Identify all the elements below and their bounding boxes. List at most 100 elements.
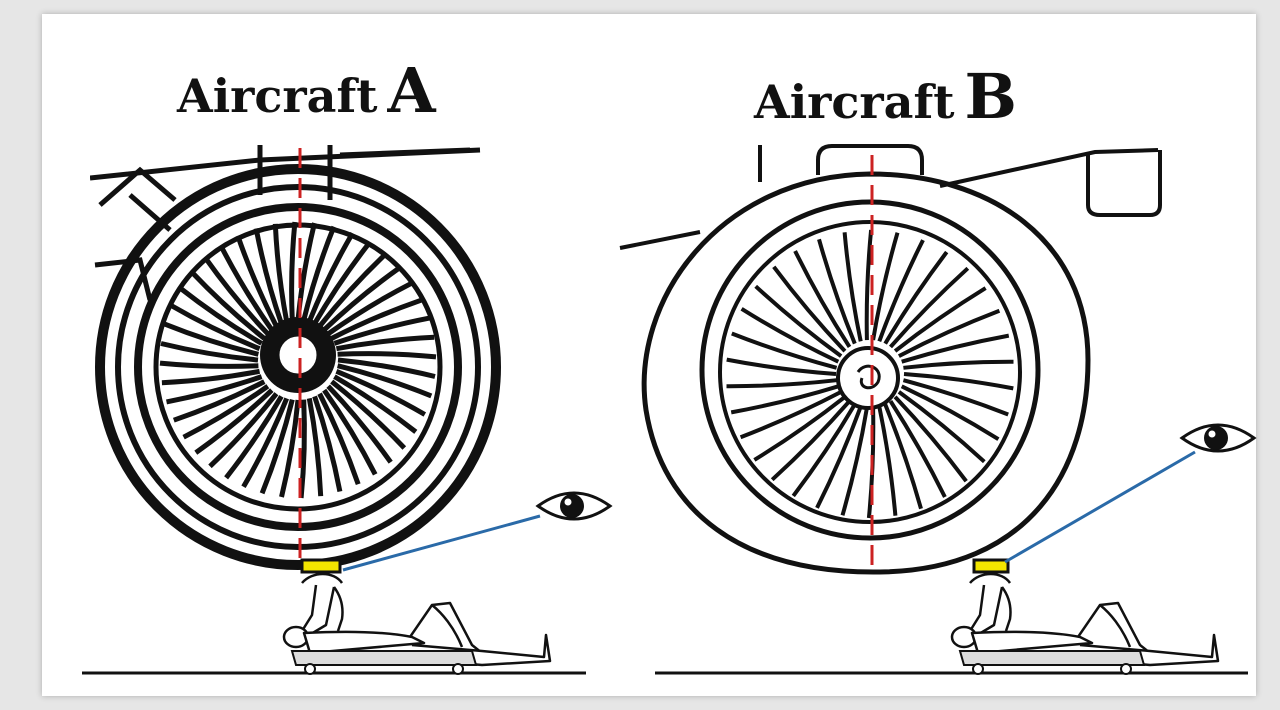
fan-blade — [731, 331, 838, 370]
fan-blade — [326, 280, 414, 336]
pylon-structure-b — [619, 144, 1162, 250]
fan-blade — [730, 384, 839, 415]
inner-ring-b — [699, 199, 1041, 541]
person-icon-a — [282, 572, 552, 676]
fan-blade — [330, 379, 407, 450]
fan-blade — [333, 374, 418, 434]
fan-blade — [903, 359, 1014, 370]
fan-blade — [272, 223, 290, 323]
fan-blades-b — [726, 229, 1014, 519]
fan-blade — [289, 221, 298, 321]
fan-blade — [877, 239, 925, 342]
fan-blade — [337, 357, 436, 379]
sightline-a — [342, 514, 541, 572]
fan-blade — [159, 360, 259, 369]
sightline-b — [1004, 450, 1196, 564]
fan-blade — [893, 286, 987, 353]
fan-blade — [335, 368, 427, 417]
person-icon-b — [950, 572, 1220, 676]
pylon-structure-a — [90, 145, 481, 301]
fan-blade — [791, 403, 857, 498]
fan-blade — [893, 395, 968, 483]
fan-blade — [301, 225, 337, 321]
fan-blade — [840, 407, 869, 516]
spinner-a — [276, 333, 320, 377]
fan-blade — [235, 234, 279, 328]
fan-blade — [877, 406, 898, 516]
fan-blade — [224, 395, 284, 480]
fan-blade — [194, 388, 274, 455]
fan-blade — [842, 232, 863, 342]
fan-blade — [203, 256, 270, 336]
fan-blade — [888, 266, 970, 349]
fan-blade — [218, 244, 274, 332]
fan-case-b — [718, 220, 1022, 524]
fan-blade — [726, 378, 837, 389]
fan-blade — [208, 392, 279, 469]
fan-blade — [772, 265, 847, 353]
fan-blade — [901, 333, 1010, 364]
camera-icon-b — [972, 558, 1010, 574]
nacelle-b — [641, 171, 1091, 575]
fan-blade — [871, 232, 900, 341]
fan-blade — [259, 399, 295, 495]
fan-blade — [770, 399, 852, 482]
fan-blade — [317, 251, 388, 328]
fan-blade — [317, 392, 361, 486]
fan-blade — [793, 250, 852, 348]
fan-blade — [306, 397, 324, 497]
fan-blade — [815, 406, 863, 509]
fan-blade — [312, 395, 343, 492]
fan-blade — [897, 390, 986, 464]
fan-blade — [903, 372, 1014, 391]
fan-blade — [864, 229, 874, 341]
aircraft-b-panel — [619, 144, 1162, 575]
fan-blade — [817, 238, 857, 345]
fan-blade — [888, 400, 947, 498]
fan-blade — [754, 284, 843, 358]
fan-blade — [279, 399, 301, 498]
fan-blade — [337, 351, 437, 360]
fan-blade — [160, 341, 259, 363]
fan-blade — [739, 390, 843, 440]
eye-icon-b — [1179, 423, 1257, 453]
fan-blade — [740, 307, 840, 364]
fan-blade — [337, 363, 433, 399]
fan-blade — [182, 384, 270, 440]
fan-blade — [902, 378, 1009, 417]
fan-blades-a — [159, 221, 437, 499]
engine-a — [95, 164, 501, 570]
fan-hub-b — [836, 346, 900, 410]
fan-blade — [753, 395, 847, 462]
fan-blade — [726, 357, 837, 376]
fan-blade — [253, 228, 284, 325]
fan-blade — [900, 384, 1000, 441]
fan-blade — [883, 250, 949, 345]
fan-blade — [189, 270, 266, 341]
fan-blade — [178, 286, 263, 346]
fan-blade — [322, 388, 378, 476]
fan-blade — [161, 368, 261, 386]
fan-blade — [322, 265, 402, 332]
fan-blade — [169, 303, 261, 352]
fan-blade — [312, 240, 372, 325]
fan-blade — [306, 231, 355, 323]
aircraft-a-panel — [90, 145, 501, 570]
fan-blade — [333, 315, 430, 346]
fan-blade — [163, 321, 259, 357]
spinner-b — [856, 364, 881, 390]
fan-blade — [883, 403, 923, 510]
fan-blade — [241, 397, 290, 489]
fan-blade — [897, 308, 1001, 358]
eye-icon-a — [535, 491, 613, 521]
fan-blade — [335, 334, 435, 352]
fan-blade — [298, 399, 307, 499]
fan-blade — [166, 374, 263, 405]
fan-blade — [330, 297, 424, 341]
camera-icon-a — [300, 558, 342, 574]
fan-blade — [326, 384, 393, 464]
